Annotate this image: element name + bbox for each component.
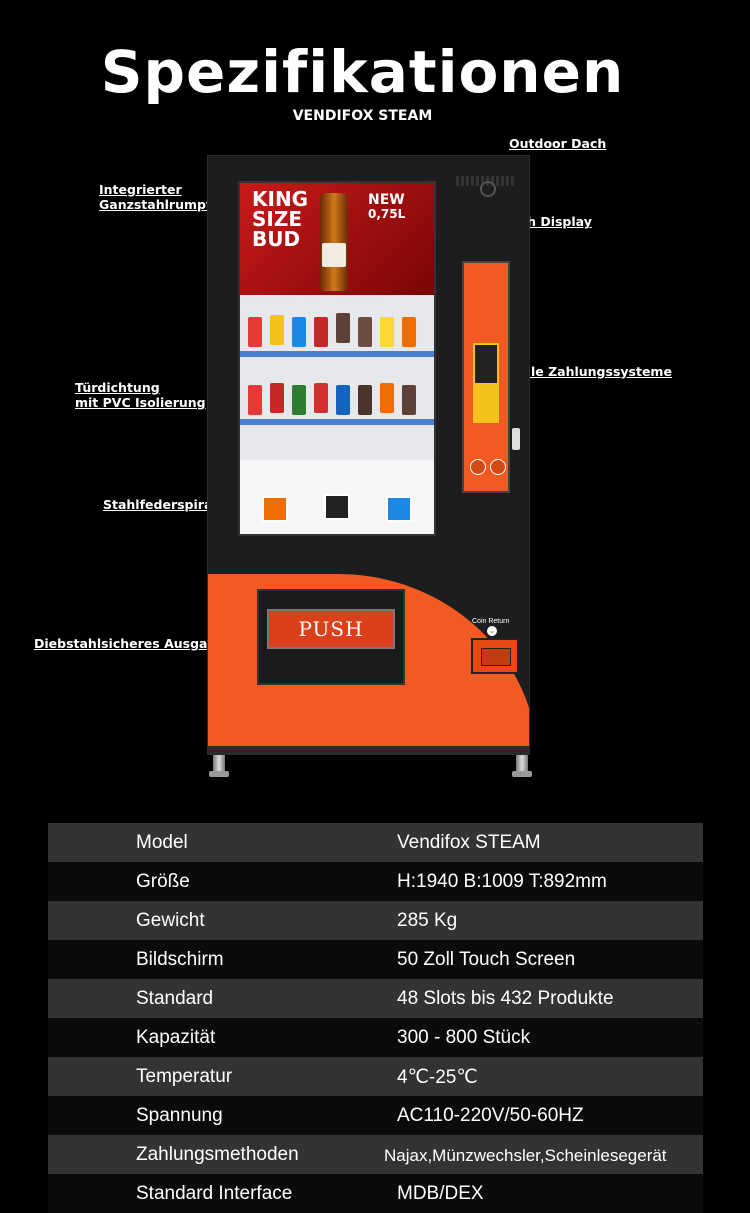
product-subtitle: VENDIFOX STEAM xyxy=(292,108,433,124)
product-item xyxy=(336,313,350,343)
product-item xyxy=(270,315,284,345)
spec-value: Vendifox STEAM xyxy=(397,832,541,853)
spec-value: AC110-220V/50-60HZ xyxy=(397,1105,584,1126)
payment-option-icon xyxy=(262,496,288,522)
coin-return-slot xyxy=(481,648,511,666)
spec-row: Kapazität 300 - 800 Stück xyxy=(48,1018,703,1057)
product-item xyxy=(380,317,394,347)
display-payment-options xyxy=(240,460,434,534)
callout-payment-systems: Alle Zahlungssysteme xyxy=(517,364,672,379)
callout-door-seal: Türdichtung mit PVC Isolierung xyxy=(75,380,206,410)
callout-door-seal-line2: mit PVC Isolierung xyxy=(75,395,206,410)
coin-return-tray xyxy=(471,638,519,674)
display-ad-badge2: 0,75L xyxy=(368,207,406,221)
bottle-label xyxy=(322,243,346,267)
machine-cabinet: KING SIZE BUD NEW 0,75L xyxy=(207,155,530,755)
spec-label: Zahlungsmethoden xyxy=(136,1144,299,1165)
spec-label: Bildschirm xyxy=(136,949,224,970)
product-item xyxy=(314,317,328,347)
spec-value: Najax,Münzwechsler,Scheinlesegerät xyxy=(384,1146,667,1165)
product-item xyxy=(292,317,306,347)
push-flap: PUSH xyxy=(267,609,395,649)
product-item xyxy=(358,385,372,415)
shelf-divider xyxy=(240,351,434,357)
payment-panel xyxy=(462,261,510,493)
display-ad-badge: NEW 0,75L xyxy=(368,193,405,221)
spec-label: Kapazität xyxy=(136,1027,216,1048)
spec-row: Standard Interface MDB/DEX xyxy=(48,1174,703,1213)
spec-value: 48 Slots bis 432 Produkte xyxy=(397,988,614,1009)
spec-row: Zahlungsmethoden Najax,Münzwechsler,Schei… xyxy=(48,1135,703,1174)
bill-acceptor xyxy=(473,383,499,423)
product-item xyxy=(358,317,372,347)
spec-value: H:1940 B:1009 T:892mm xyxy=(397,871,607,892)
callout-steel-body: Integrierter Ganzstahlrumpf xyxy=(99,182,211,212)
product-item xyxy=(270,383,284,413)
machine-base xyxy=(208,746,529,754)
display-ad-text: KING SIZE BUD xyxy=(252,189,308,249)
door-lock-icon xyxy=(512,428,520,450)
spec-label: Standard xyxy=(136,988,214,1009)
callout-tray: Diebstahlsicheres Ausgabefach xyxy=(34,636,256,651)
display-ad-line3: BUD xyxy=(252,227,301,251)
machine-foot-base-left xyxy=(209,771,229,777)
spec-value: MDB/DEX xyxy=(397,1183,484,1204)
qr-code-icon xyxy=(324,494,350,520)
product-item xyxy=(402,385,416,415)
machine-foot-base-right xyxy=(512,771,532,777)
change-button xyxy=(470,459,486,475)
spec-value: 285 Kg xyxy=(397,910,458,931)
spec-value: 50 Zoll Touch Screen xyxy=(397,949,576,970)
product-item xyxy=(380,383,394,413)
spec-row: Bildschirm 50 Zoll Touch Screen xyxy=(48,940,703,979)
spec-row: Größe H:1940 B:1009 T:892mm xyxy=(48,862,703,901)
callout-spirals: Stahlfederspiralen xyxy=(103,497,235,512)
vending-machine-image: KING SIZE BUD NEW 0,75L xyxy=(207,155,532,777)
payment-option-icon xyxy=(386,496,412,522)
product-item xyxy=(314,383,328,413)
bottle-image xyxy=(320,193,348,291)
page-title: Spezifikationen xyxy=(100,38,625,106)
spec-label: Model xyxy=(136,832,188,853)
spec-label: Temperatur xyxy=(136,1066,233,1087)
spec-value: 4℃-25℃ xyxy=(397,1067,478,1088)
product-item xyxy=(402,317,416,347)
push-label: PUSH xyxy=(298,617,364,641)
dispense-tray: PUSH xyxy=(257,589,405,685)
camera-icon xyxy=(480,181,496,197)
callout-steel-body-line2: Ganzstahlrumpf xyxy=(99,197,212,212)
callout-steel-body-line1: Integrierter xyxy=(99,182,182,197)
display-ad-line1: KING xyxy=(252,187,309,211)
callout-outdoor-roof: Outdoor Dach xyxy=(509,136,607,151)
product-item xyxy=(336,385,350,415)
spec-label: Größe xyxy=(136,871,190,892)
callout-door-seal-line1: Türdichtung xyxy=(75,380,160,395)
chevron-down-icon: ⌄ xyxy=(487,626,497,636)
spec-label: Gewicht xyxy=(136,910,205,931)
spec-label: Standard Interface xyxy=(136,1183,293,1204)
touch-display: KING SIZE BUD NEW 0,75L xyxy=(238,181,436,536)
spec-row: Model Vendifox STEAM xyxy=(48,823,703,862)
product-item xyxy=(248,317,262,347)
display-ad-line2: SIZE xyxy=(252,207,303,231)
coin-insert-button xyxy=(490,459,506,475)
shelf-divider xyxy=(240,419,434,425)
display-product-shelves xyxy=(240,295,434,460)
spec-label: Spannung xyxy=(136,1105,223,1126)
spec-value: 300 - 800 Stück xyxy=(397,1027,531,1048)
spec-row: Standard 48 Slots bis 432 Produkte xyxy=(48,979,703,1018)
product-item xyxy=(248,385,262,415)
spec-row: Gewicht 285 Kg xyxy=(48,901,703,940)
spec-table: Model Vendifox STEAM Größe H:1940 B:1009 T:… xyxy=(48,823,703,1213)
spec-row: Temperatur 4℃-25℃ xyxy=(48,1057,703,1096)
product-item xyxy=(292,385,306,415)
display-ad-banner: KING SIZE BUD NEW 0,75L xyxy=(240,183,434,295)
spec-row: Spannung AC110-220V/50-60HZ xyxy=(48,1096,703,1135)
display-ad-badge1: NEW xyxy=(368,192,405,208)
coin-return-label: Coin Return xyxy=(472,618,510,625)
